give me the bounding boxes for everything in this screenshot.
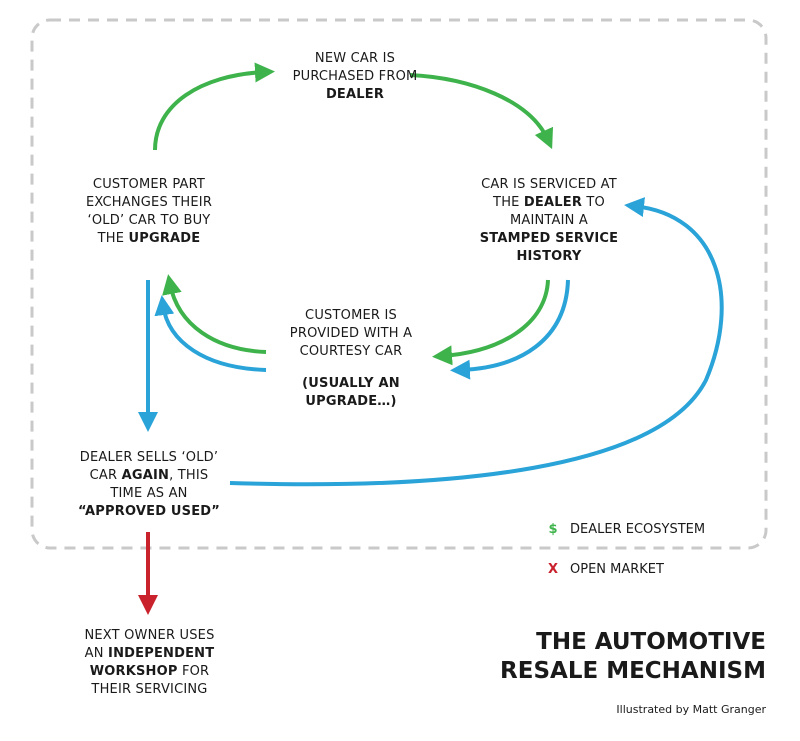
node-part-exchange: CUSTOMER PART EXCHANGES THEIR ‘OLD’ CAR … [85, 177, 213, 246]
arrow-serviced-to-courtesy-green [432, 279, 550, 366]
arrow-serviced-to-courtesy-blue [450, 279, 570, 380]
crossed-dollar-icon: X [547, 562, 559, 577]
dollar-icon: $ [548, 522, 558, 537]
arrow-courtesy-to-partexchange-blue [154, 295, 267, 372]
arrow-approvedused-to-serviced [229, 197, 724, 487]
illustrator-credit: Illustrated by Matt Granger [616, 703, 766, 716]
legend-open-market: X OPEN MARKET [546, 562, 664, 577]
node-independent-workshop: NEXT OWNER USES AN INDEPENDENT WORKSHOP … [84, 628, 215, 697]
node-new-car-purchased: NEW CAR IS PURCHASED FROM DEALER [292, 51, 418, 102]
node-courtesy-car: CUSTOMER IS PROVIDED WITH A COURTESY CAR… [289, 308, 413, 409]
dealer-ecosystem-boundary [30, 18, 768, 550]
node-car-serviced: CAR IS SERVICED AT THE DEALER TO MAINTAI… [479, 177, 619, 264]
legend-dealer-ecosystem: $ DEALER ECOSYSTEM [546, 522, 705, 537]
node-approved-used: DEALER SELLS ‘OLD’ CAR AGAIN, THIS TIME … [77, 450, 221, 519]
arrow-partexchange-to-newcar [153, 62, 275, 151]
arrow-newcar-to-serviced [409, 73, 554, 150]
legend-open-label: OPEN MARKET [570, 562, 664, 577]
diagram-title: THE AUTOMOTIVE RESALE MECHANISM [500, 629, 766, 684]
legend-dealer-label: DEALER ECOSYSTEM [570, 522, 706, 537]
